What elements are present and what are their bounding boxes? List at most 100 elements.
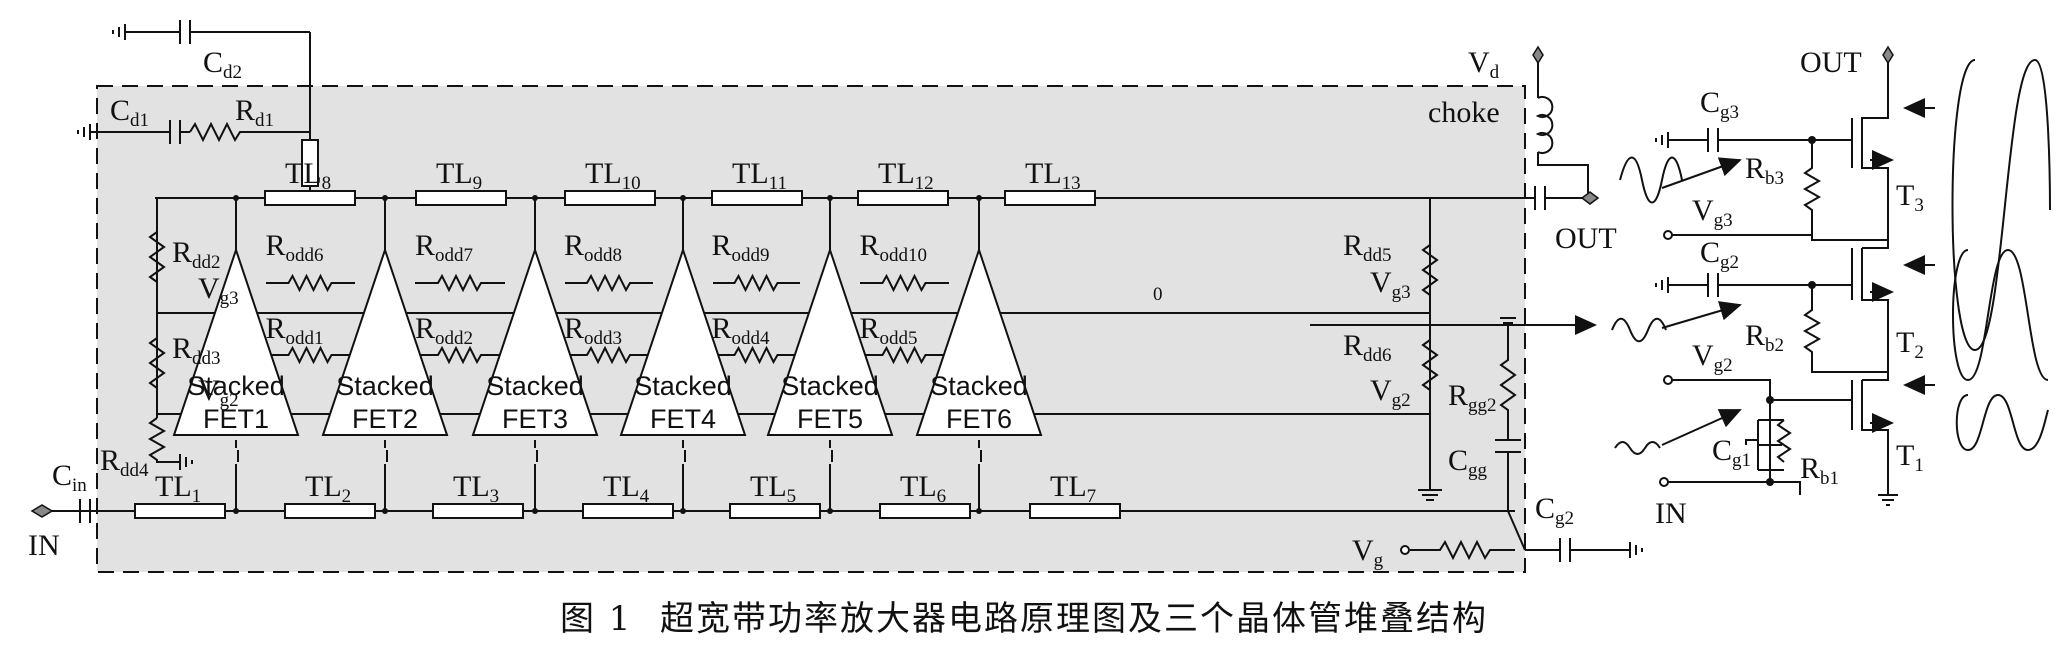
cd1-label: Cd1 xyxy=(110,94,149,131)
stack-out-label: OUT xyxy=(1800,46,1862,79)
node-dot xyxy=(1808,136,1816,144)
stack-vg2-label: Vg2 xyxy=(1692,339,1733,376)
output-wave-1 xyxy=(1955,393,2049,452)
rd1-label: Rd1 xyxy=(235,94,274,131)
junction-dot xyxy=(827,195,833,201)
fet-gate-wire xyxy=(829,440,833,511)
figure-caption: 超宽带功率放大器电路原理图及三个晶体管堆叠结构 xyxy=(660,599,1488,639)
stacked-fet-triangle xyxy=(766,246,894,436)
tl-bottom-label: TL7 xyxy=(1050,470,1096,507)
vg2-terminal xyxy=(1663,375,1673,385)
tl-top-box xyxy=(264,190,356,206)
odd-resistor-label: Rodd1 xyxy=(266,312,324,349)
cg2-bottom-label: Cg2 xyxy=(1535,492,1574,529)
vg2-left-label: Vg2 xyxy=(198,374,239,411)
vd-label: Vd xyxy=(1468,46,1500,83)
out-terminal-stack xyxy=(1882,45,1894,65)
fet-gate-wire xyxy=(682,440,686,511)
t3-label: T3 xyxy=(1896,179,1924,216)
tl-bottom-box xyxy=(582,503,674,519)
fet-label-line1: Stacked xyxy=(781,371,879,401)
fet-label-line1: Stacked xyxy=(634,371,732,401)
fet-gate-wire xyxy=(384,440,388,511)
tl-top-label: TL8 xyxy=(285,157,331,194)
tl-top-label: TL12 xyxy=(878,157,934,194)
output-wave-2 xyxy=(1952,248,2049,382)
tl-bottom-box xyxy=(432,503,524,519)
wave-arrow-3 xyxy=(1661,157,1742,189)
odd-resistor xyxy=(565,345,653,365)
odd-resistor-label: Rodd2 xyxy=(415,312,473,349)
tl-bottom-label: TL2 xyxy=(305,470,351,507)
junction-dot xyxy=(976,195,982,201)
odd-resistor xyxy=(266,273,355,293)
junction-dot xyxy=(532,508,538,514)
odd-resistor-label: Rodd7 xyxy=(415,229,473,266)
fet-label-line2: FET2 xyxy=(352,404,418,434)
stack-vg3-label: Vg3 xyxy=(1692,194,1733,231)
labels: Vd choke OUT IN Vg Cin Cd1 Cd2 Rd1 Rdd2 … xyxy=(28,46,1924,571)
cgg-label: Cgg xyxy=(1448,444,1488,481)
wave-arrow-1 xyxy=(1661,409,1742,446)
fet-gate-wire xyxy=(534,440,538,511)
odd-resistor-label: Rodd9 xyxy=(712,229,770,266)
odd-resistor xyxy=(565,273,653,293)
output-wave-3 xyxy=(1951,58,2051,352)
junction-dot xyxy=(680,508,686,514)
odd-resistor xyxy=(415,273,505,293)
cg3-label: Cg3 xyxy=(1700,86,1739,123)
junction-dot xyxy=(382,195,388,201)
tl-bottom-box xyxy=(1029,503,1121,519)
tl-bottom-label: TL5 xyxy=(750,470,796,507)
t1-label: T1 xyxy=(1896,439,1924,476)
tl-top-label: TL13 xyxy=(1025,157,1081,194)
junction-dot xyxy=(233,508,239,514)
fet-label-line2: FET6 xyxy=(946,404,1012,434)
tl-top-box xyxy=(711,190,803,206)
figure-number: 图 1 xyxy=(560,599,632,639)
tl-bottom-label: TL1 xyxy=(155,470,201,507)
odd-resistor-label: Rodd5 xyxy=(860,312,918,349)
rb3-label: Rb3 xyxy=(1745,152,1784,189)
odd-resistor xyxy=(415,345,505,365)
odd-resistor-label: Rodd8 xyxy=(564,229,622,266)
stacked-fet-group: StackedFET1StackedFET2StackedFET3Stacked… xyxy=(172,195,1043,514)
fet-label-line2: FET1 xyxy=(203,404,269,434)
stacked-fet-triangle xyxy=(321,246,449,436)
tl-bottom-label: TL3 xyxy=(453,470,499,507)
rdd5-label: Rdd5 xyxy=(1343,229,1392,266)
cd2-label: Cd2 xyxy=(203,46,242,83)
rdd3-label: Rdd3 xyxy=(172,332,221,369)
tl-top-box xyxy=(564,190,656,206)
in-label: IN xyxy=(28,529,60,562)
fet-label-line2: FET3 xyxy=(502,404,568,434)
node-dot xyxy=(1766,478,1774,486)
choke-label: choke xyxy=(1428,96,1500,129)
stray-zero-label: 0 xyxy=(1153,284,1163,305)
rdd6-label: Rdd6 xyxy=(1343,329,1392,366)
fet-label-line2: FET5 xyxy=(797,404,863,434)
wave-arrow-2 xyxy=(1661,301,1742,329)
vg-label: Vg xyxy=(1352,534,1384,571)
stack-circuit xyxy=(1655,62,1898,506)
rgg2-label: Rgg2 xyxy=(1448,379,1497,416)
stacked-fet-triangle xyxy=(619,246,747,436)
tl-bottom-box xyxy=(879,503,971,519)
vd-terminal xyxy=(1532,45,1544,65)
fet-label-line2: FET4 xyxy=(650,404,716,434)
fet-label-line1: Stacked xyxy=(187,371,285,401)
choke-output-network xyxy=(1310,60,1589,326)
junction-dot xyxy=(532,195,538,201)
junction-dot xyxy=(382,508,388,514)
out-label: OUT xyxy=(1555,222,1617,255)
stacked-fet-triangle xyxy=(172,246,300,436)
vg2-right-label: Vg2 xyxy=(1370,374,1411,411)
odd-resistor xyxy=(266,345,355,365)
input-wave-1 xyxy=(1614,441,1661,455)
in-terminal-stack xyxy=(1659,477,1669,487)
rb2-label: Rb2 xyxy=(1745,319,1784,356)
